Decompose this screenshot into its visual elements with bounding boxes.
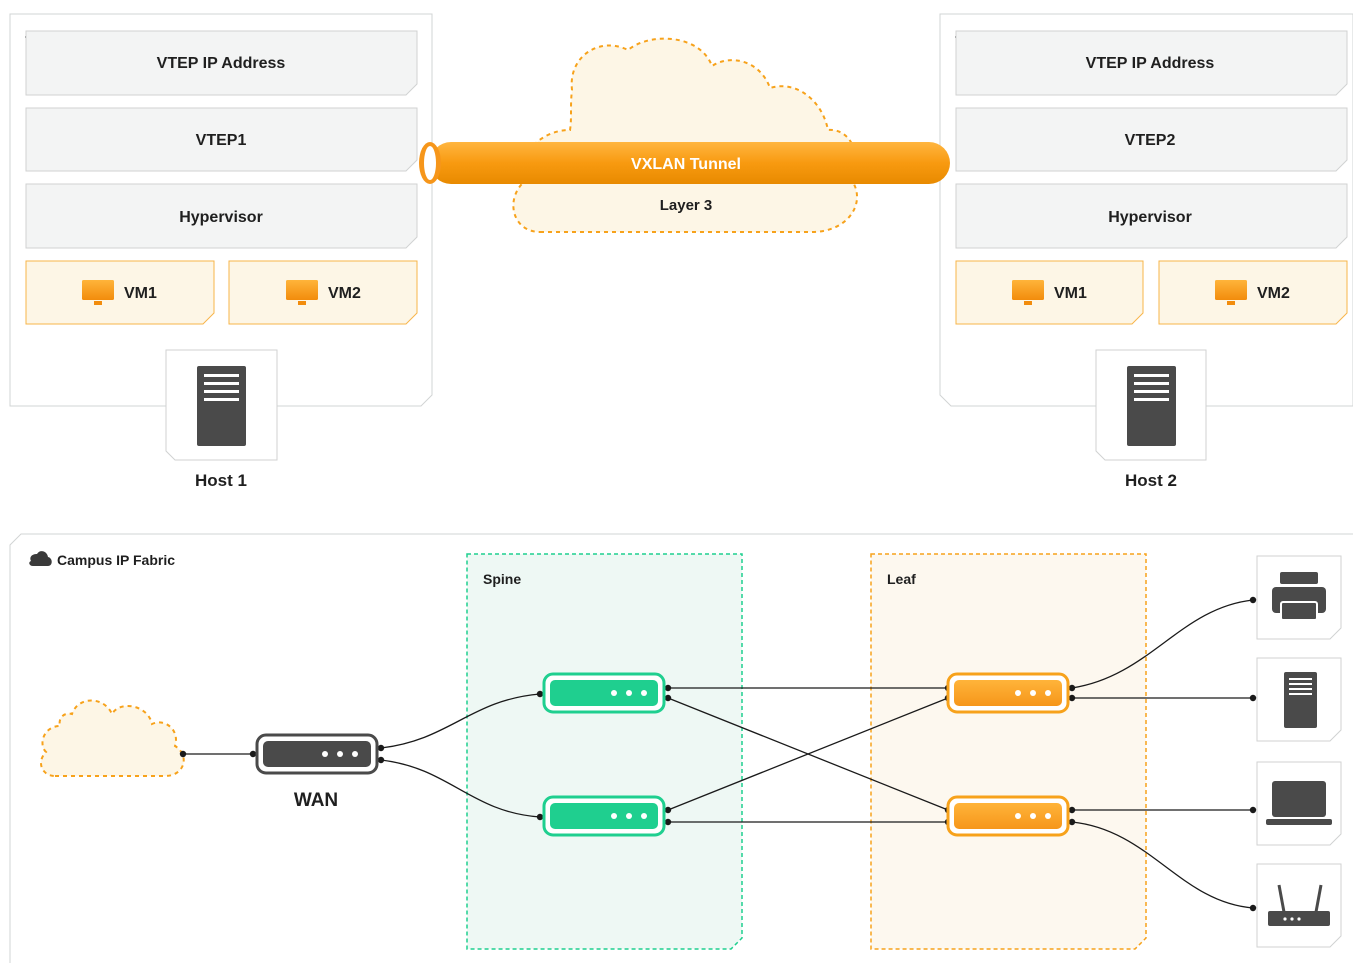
host1-vm1-box: VM1 <box>25 260 215 325</box>
monitor-icon <box>82 280 114 305</box>
host2-vtep-label: VTEP2 <box>1125 132 1176 149</box>
link-wan-spine2 <box>380 759 541 818</box>
host1-vm2-box: VM2 <box>228 260 418 325</box>
host1-vm2-label: VM2 <box>328 285 361 302</box>
monitor-icon <box>286 280 318 305</box>
server-device <box>1256 657 1342 742</box>
host1-label: Host 1 <box>195 471 247 490</box>
vxlan-tunnel: VXLAN Tunnel <box>419 142 950 184</box>
wan-label: WAN <box>294 790 338 811</box>
host2-vtep-ip-label: VTEP IP Address <box>1086 55 1215 72</box>
server-icon <box>197 366 246 446</box>
laptop-device <box>1256 761 1342 846</box>
link-spine2-leaf1 <box>667 697 949 811</box>
link-leaf1-printer <box>1071 599 1254 689</box>
host2-server-box <box>1095 349 1207 461</box>
layer3-cloud: Layer 3 <box>512 37 859 233</box>
spine-zone: Spine <box>466 553 743 950</box>
internet-cloud <box>40 699 185 777</box>
host2-label: Host 2 <box>1125 471 1177 490</box>
monitor-icon <box>1012 280 1044 305</box>
spine-label: Spine <box>483 571 521 587</box>
host2-vm1-box: VM1 <box>955 260 1144 325</box>
server-icon <box>1284 672 1317 728</box>
host1-hypervisor-label: Hypervisor <box>179 209 263 226</box>
host2-vm2-label: VM2 <box>1257 285 1290 302</box>
vxlan-tunnel-label: VXLAN Tunnel <box>631 156 741 173</box>
link-leaf2-router <box>1071 821 1254 909</box>
printer-icon <box>1272 572 1326 621</box>
host2-vtep-ip-box: VTEP IP Address <box>955 30 1348 96</box>
leaf-label: Leaf <box>887 571 916 587</box>
spine-switch-1 <box>542 672 666 714</box>
cloud-icon <box>29 551 52 566</box>
host1-vtep-ip-box: VTEP IP Address <box>25 30 418 96</box>
host2-panel: VTEP IP Address VTEP2 Hypervisor VM1 VM2 <box>939 13 1353 490</box>
monitor-icon <box>1215 280 1247 305</box>
host2-vm2-box: VM2 <box>1158 260 1348 325</box>
layer3-label: Layer 3 <box>660 197 713 214</box>
leaf-zone: Leaf <box>870 553 1147 950</box>
leaf-switch-2 <box>946 795 1070 837</box>
host2-hypervisor-label: Hypervisor <box>1108 209 1192 226</box>
printer-device <box>1256 555 1342 640</box>
host2-vtep-box: VTEP2 <box>955 107 1348 172</box>
router-device <box>1256 863 1342 948</box>
fabric-title: Campus IP Fabric <box>57 552 175 568</box>
wan-switch <box>255 733 379 775</box>
host2-hypervisor-box: Hypervisor <box>955 183 1348 249</box>
host1-hypervisor-box: Hypervisor <box>25 183 418 249</box>
fabric-panel: Campus IP Fabric <box>9 533 1353 963</box>
host2-vm1-label: VM1 <box>1054 285 1087 302</box>
server-icon <box>1127 366 1176 446</box>
host1-panel: VTEP IP Address VTEP1 Hypervisor VM1 VM2 <box>9 13 433 490</box>
laptop-icon <box>1266 781 1332 825</box>
host1-vtep-ip-label: VTEP IP Address <box>157 55 286 72</box>
host1-server-box <box>165 349 278 461</box>
leaf-switch-1 <box>946 672 1070 714</box>
host1-vtep-label: VTEP1 <box>196 132 247 149</box>
fabric-links <box>183 599 1254 909</box>
router-icon <box>1268 884 1330 926</box>
link-wan-spine1 <box>380 693 541 749</box>
host1-vm1-label: VM1 <box>124 285 157 302</box>
host1-vtep-box: VTEP1 <box>25 107 418 172</box>
spine-switch-2 <box>542 795 666 837</box>
